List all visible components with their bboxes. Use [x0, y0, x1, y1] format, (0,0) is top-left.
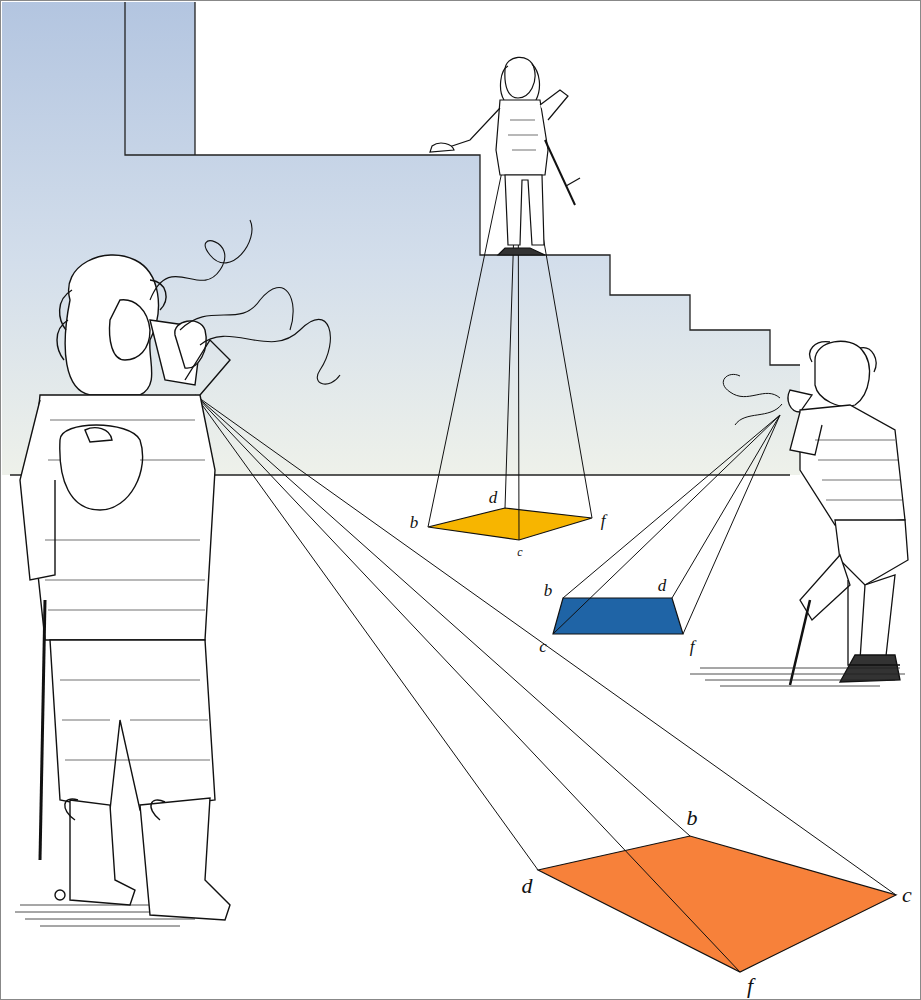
vertex-letter: c — [902, 884, 912, 906]
vertex-letter: f — [747, 975, 753, 997]
vertex-letter: b — [687, 807, 698, 829]
visual-rays — [195, 104, 896, 972]
vertex-letter: c — [539, 638, 547, 655]
seated-figure — [723, 341, 908, 685]
blue-square — [553, 598, 683, 634]
vertex-letter: f — [601, 512, 606, 529]
vertex-letter: f — [690, 638, 695, 655]
vertex-letter: d — [489, 489, 498, 506]
vertex-letter: d — [522, 875, 533, 897]
figure-on-stairs — [430, 57, 580, 255]
standing-figure — [20, 255, 230, 920]
yellow-square — [428, 508, 592, 540]
vertex-letter: c — [517, 546, 522, 558]
vertex-letter: b — [544, 582, 553, 599]
vertex-letter: d — [658, 577, 667, 594]
vertex-letter: b — [410, 514, 419, 531]
ribbons — [150, 220, 340, 384]
